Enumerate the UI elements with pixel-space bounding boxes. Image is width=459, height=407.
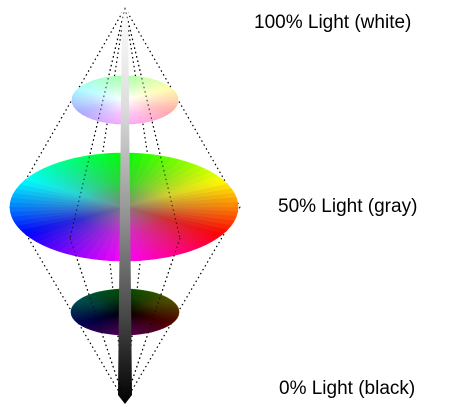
label-50-percent-light: 50% Light (gray) bbox=[278, 196, 418, 217]
lightness-axis bbox=[118, 8, 132, 404]
cone-outline-front bbox=[69, 7, 181, 403]
label-0-percent-light: 0% Light (black) bbox=[279, 378, 416, 399]
label-100-percent-light: 100% Light (white) bbox=[254, 12, 412, 33]
hue-wheel-50-percent bbox=[9, 152, 239, 262]
